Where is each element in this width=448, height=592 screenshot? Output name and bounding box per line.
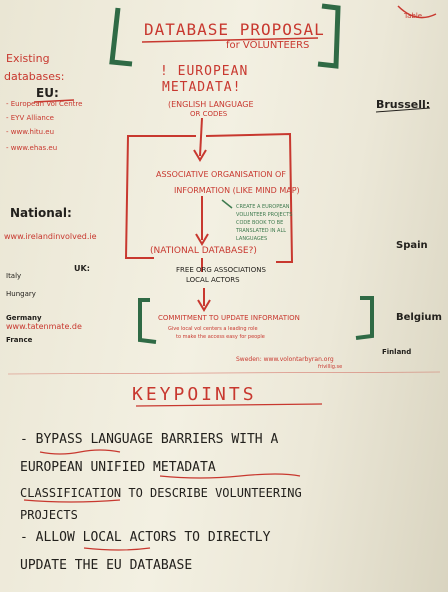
proposal-subtitle: for VOLUNTEERS xyxy=(226,40,310,51)
proposal-title: DATABASE PROPOSAL xyxy=(144,20,325,39)
ireland-link: www.irelandinvolved.ie xyxy=(4,232,97,241)
belgium-heading: Belgium xyxy=(396,312,442,323)
make-access-note: to make the access easy for people xyxy=(176,334,265,340)
commitment-title: COMMITMENT TO UPDATE INFORMATION xyxy=(158,314,300,322)
give-local-note: Give local vol centers a leading role xyxy=(168,326,258,332)
create-line: VOLUNTEER PROJECTS xyxy=(236,212,293,218)
keypoint-line: - BYPASS LANGUAGE BARRIERS WITH A xyxy=(20,432,279,447)
english-language-note: (ENGLISH LANGUAGE xyxy=(168,100,254,109)
eu-item: - www.hitu.eu xyxy=(6,128,55,136)
keypoint-line: PROJECTS xyxy=(20,508,78,522)
sweden-link: Sweden: www.volontarbyran.org xyxy=(236,356,334,363)
country-label: Italy xyxy=(6,272,22,280)
sweden-link-2: frivillig.se xyxy=(318,364,343,370)
national-heading: National: xyxy=(10,206,72,220)
keypoint-line: UPDATE THE EU DATABASE xyxy=(20,558,193,573)
eu-item: - EYV Alliance xyxy=(6,114,54,122)
create-line: CREATE A EUROPEAN xyxy=(236,204,290,210)
metadata-line2: METADATA! xyxy=(162,80,242,95)
country-label: Germany xyxy=(6,314,42,322)
existing-heading: Existing xyxy=(6,52,50,65)
create-line: LANGUAGES xyxy=(236,236,268,242)
keypoint-line: - ALLOW LOCAL ACTORS TO DIRECTLY xyxy=(20,530,271,545)
associative-line2: INFORMATION (LIKE MIND MAP) xyxy=(174,186,300,195)
or-codes-note: OR CODES xyxy=(190,110,228,118)
local-actors: LOCAL ACTORS xyxy=(186,276,240,284)
spain-heading: Spain xyxy=(396,240,428,251)
keypoint-line: EUROPEAN UNIFIED METADATA xyxy=(20,460,216,475)
corner-note: Table xyxy=(404,12,423,20)
eu-label: EU: xyxy=(36,86,59,100)
brussels-heading: Brussell: xyxy=(376,98,431,111)
keypoints-title: KEYPOINTS xyxy=(132,384,257,405)
finland-heading: Finland xyxy=(382,348,412,356)
metadata-line1: ! EUROPEAN xyxy=(160,64,249,79)
keypoint-line: CLASSIFICATION TO DESCRIBE VOLUNTEERING xyxy=(20,486,302,500)
country-label: UK: xyxy=(74,264,90,273)
create-line: TRANSLATED IN ALL xyxy=(236,228,287,234)
country-label: France xyxy=(6,336,33,344)
germany-link: www.tatenmate.de xyxy=(6,322,82,331)
create-line: CODE BOOK TO BE xyxy=(236,220,284,226)
country-label: Hungary xyxy=(6,290,36,298)
eu-item: - www.ehas.eu xyxy=(6,144,58,152)
databases-heading: databases: xyxy=(4,70,65,83)
eu-item: - European Vol Centre xyxy=(6,100,83,108)
national-database: (NATIONAL DATABASE?) xyxy=(150,246,257,256)
associative-line1: ASSOCIATIVE ORGANISATION OF xyxy=(156,170,286,179)
free-org-associations: FREE ORG ASSOCIATIONS xyxy=(176,266,266,274)
